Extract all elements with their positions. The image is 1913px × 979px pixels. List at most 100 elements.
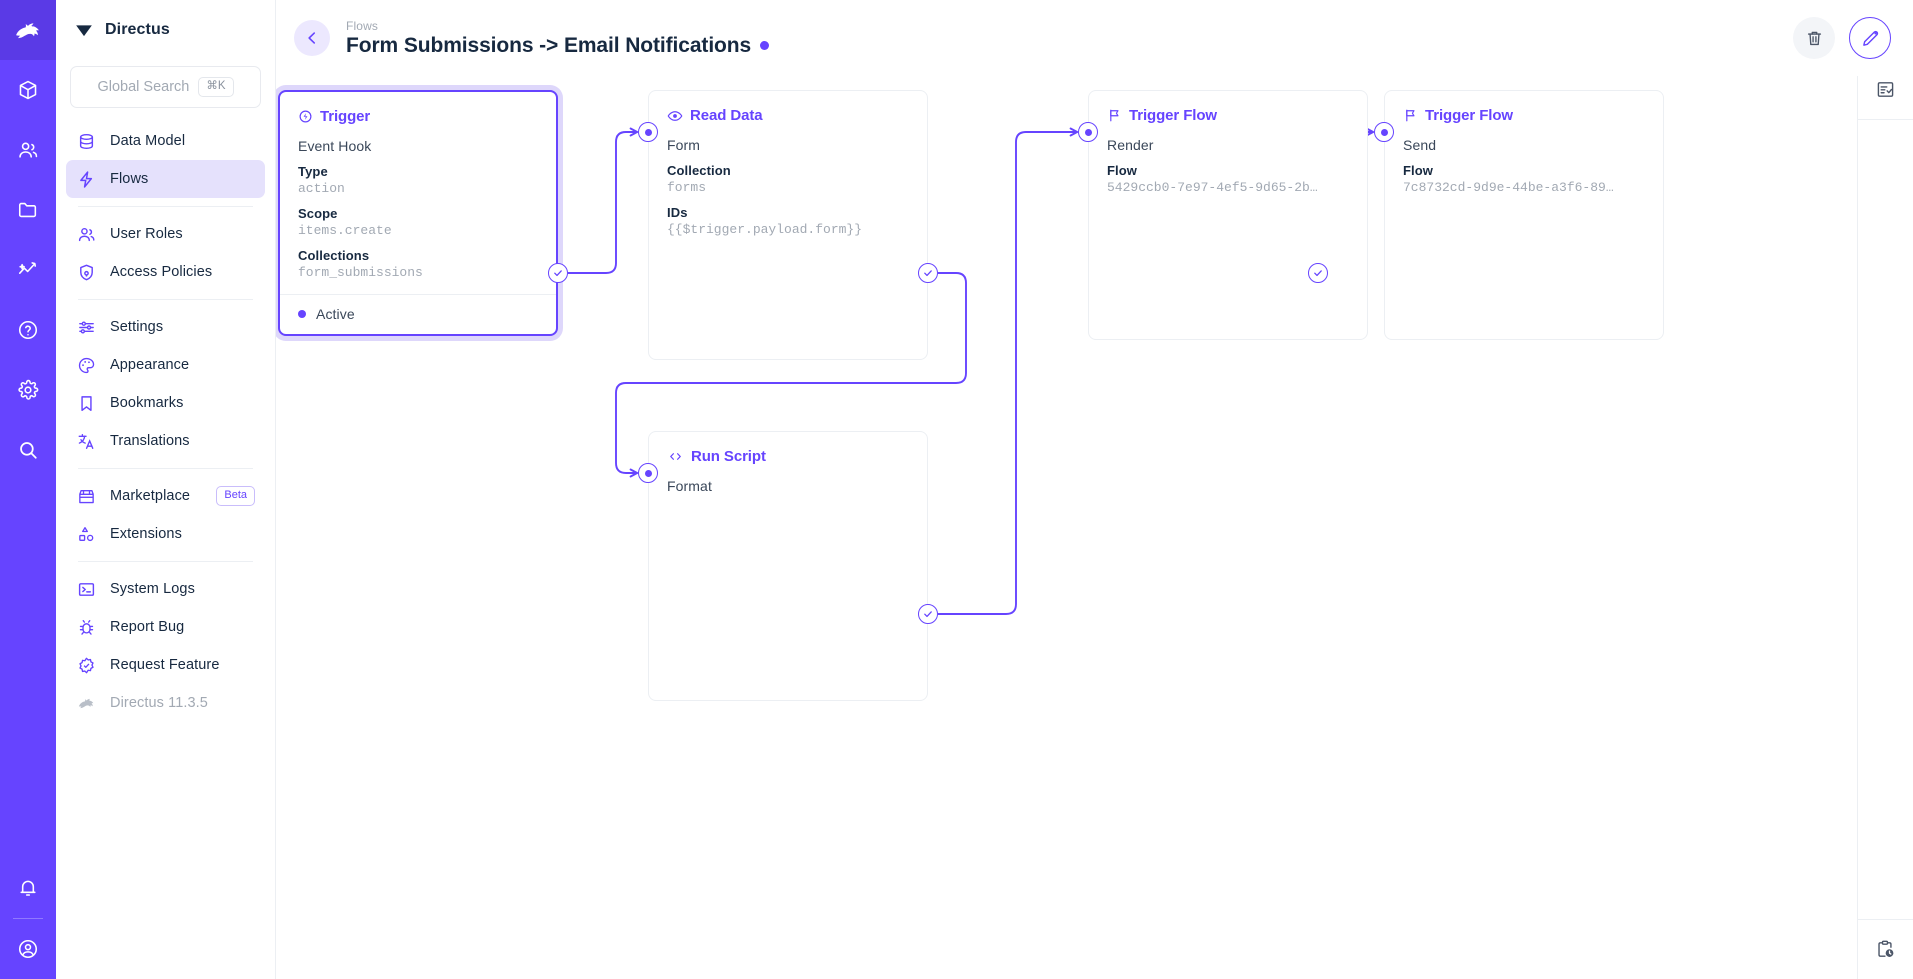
directus-rabbit-logo-icon: [15, 23, 39, 39]
sidebar-item-label: Data Model: [110, 133, 186, 149]
directus-logo-mark-icon: [76, 25, 92, 37]
node-name: Form: [667, 137, 701, 153]
help-circle-icon: [18, 320, 38, 340]
node-field: Flow 7c8732cd-9d9e-44be-a3f6-89…: [1403, 163, 1645, 195]
sidebar-item-bookmarks[interactable]: Bookmarks: [66, 384, 265, 422]
title-row: Form Submissions -> Email Notifications: [346, 34, 770, 58]
field-value: action: [298, 181, 345, 196]
sidebar-item-label: Flows: [110, 171, 149, 187]
module-rail: [0, 0, 56, 979]
handle-dot: [1084, 128, 1092, 136]
sidebar-brand: Directus: [56, 0, 275, 60]
flow-node-trigger[interactable]: Trigger Event Hook Type action Scope ite…: [278, 90, 558, 336]
field-value: items.create: [298, 223, 392, 238]
node-name: Event Hook: [298, 138, 372, 154]
right-sidebar: [1857, 0, 1913, 979]
delete-flow-button[interactable]: [1793, 17, 1835, 59]
back-button[interactable]: [294, 20, 330, 56]
handle-output-run-script[interactable]: [918, 604, 938, 624]
sidebar-divider: [78, 206, 253, 207]
node-status-label: Active: [316, 306, 355, 322]
handle-dot: [1380, 128, 1388, 136]
sidebar-item-label: Appearance: [110, 357, 190, 373]
bell-icon: [20, 880, 36, 896]
title-block: Flows Form Submissions -> Email Notifica…: [346, 18, 770, 58]
node-field: Scope items.create: [298, 206, 538, 238]
page-header: Flows Form Submissions -> Email Notifica…: [276, 0, 1913, 76]
field-key: Type: [298, 164, 328, 179]
node-type-label: Run Script: [691, 448, 766, 465]
sidebar-item-appearance[interactable]: Appearance: [66, 346, 265, 384]
sidebar-item-data-model[interactable]: Data Model: [66, 122, 265, 160]
handle-dot: [644, 469, 652, 477]
node-type-label: Trigger Flow: [1425, 107, 1513, 124]
flag-icon: [1110, 109, 1119, 122]
module-sidebar: Directus Global Search ⌘K Data Model: [56, 0, 276, 979]
field-key: IDs: [667, 205, 688, 220]
check-icon: [1314, 270, 1322, 277]
rail-item-help[interactable]: [0, 300, 56, 360]
sidebar-item-extensions[interactable]: Extensions: [66, 515, 265, 553]
flow-canvas[interactable]: Trigger Event Hook Type action Scope ite…: [276, 76, 1877, 979]
activity-revisions-button[interactable]: [1857, 919, 1913, 979]
sidebar-item-marketplace[interactable]: Marketplace Beta: [66, 477, 265, 515]
handle-input-run-script[interactable]: [638, 463, 658, 483]
rail-item-file-library[interactable]: [0, 180, 56, 240]
handle-input-render[interactable]: [1078, 122, 1098, 142]
bug-icon: [76, 617, 97, 638]
handle-input-send[interactable]: [1374, 122, 1394, 142]
sidebar-item-flows[interactable]: Flows: [66, 160, 265, 198]
sidebar-item-translations[interactable]: Translations: [66, 422, 265, 460]
arrow-left-icon: [308, 32, 316, 44]
field-key: Flow: [1403, 163, 1434, 178]
rail-item-search[interactable]: [0, 420, 56, 480]
node-type-label: Read Data: [690, 107, 763, 124]
handle-output-trigger[interactable]: [548, 263, 568, 283]
field-key: Scope: [298, 206, 338, 221]
sidebar-item-label: Bookmarks: [110, 395, 184, 411]
sidebar-brand-label: Directus: [105, 21, 170, 38]
sidebar-item-request-feature[interactable]: Request Feature: [66, 646, 265, 684]
gear-icon: [18, 379, 39, 400]
flow-node-read-data[interactable]: Read Data Form Collection forms IDs {{$t…: [648, 90, 928, 360]
node-header: Read Data: [667, 107, 909, 124]
sliders-icon: [76, 317, 97, 338]
handle-output-render[interactable]: [1308, 263, 1328, 283]
breadcrumb[interactable]: Flows: [346, 18, 379, 33]
flag-icon: [1406, 109, 1415, 122]
shield-lock-icon: [76, 262, 97, 283]
sidebar-item-label: Directus 11.3.5: [110, 695, 208, 711]
node-field: Collections form_submissions: [298, 248, 538, 280]
flow-node-run-script[interactable]: Run Script Format: [648, 431, 928, 701]
rail-item-content[interactable]: [0, 60, 56, 120]
handle-input-read-data[interactable]: [638, 122, 658, 142]
sidebar-item-settings[interactable]: Settings: [66, 308, 265, 346]
sidebar-item-user-roles[interactable]: User Roles: [66, 215, 265, 253]
sidebar-item-access-policies[interactable]: Access Policies: [66, 253, 265, 291]
rail-item-user-directory[interactable]: [0, 120, 56, 180]
eye-icon: [667, 110, 683, 121]
insights-icon: [18, 262, 37, 274]
rail-item-insights[interactable]: [0, 240, 56, 300]
global-search-shortcut: ⌘K: [198, 77, 234, 97]
node-field: IDs {{$trigger.payload.form}}: [667, 205, 909, 237]
sidebar-item-system-logs[interactable]: System Logs: [66, 570, 265, 608]
rail-item-user-account[interactable]: [0, 919, 56, 979]
clipboard-clock-icon: [1878, 940, 1894, 957]
global-search-input[interactable]: Global Search ⌘K: [70, 66, 261, 108]
sidebar-item-label: Request Feature: [110, 657, 220, 673]
directus-logo-button[interactable]: [0, 0, 56, 60]
flow-logs-button[interactable]: [1857, 60, 1913, 120]
handle-output-read-data[interactable]: [918, 263, 938, 283]
edge-run-script-to-render: [938, 127, 1079, 615]
flow-node-trigger-flow-render[interactable]: Trigger Flow Render Flow 5429ccb0-7e97-4…: [1088, 90, 1368, 340]
sidebar-item-report-bug[interactable]: Report Bug: [66, 608, 265, 646]
rail-item-settings[interactable]: [0, 360, 56, 420]
flow-node-trigger-flow-send[interactable]: Trigger Flow Send Flow 7c8732cd-9d9e-44b…: [1384, 90, 1664, 340]
rabbit-glyph: [78, 698, 94, 709]
sidebar-item-label: Extensions: [110, 526, 182, 542]
users-icon: [19, 142, 38, 158]
edit-flow-button[interactable]: [1849, 17, 1891, 59]
rail-item-notifications[interactable]: [0, 858, 56, 918]
